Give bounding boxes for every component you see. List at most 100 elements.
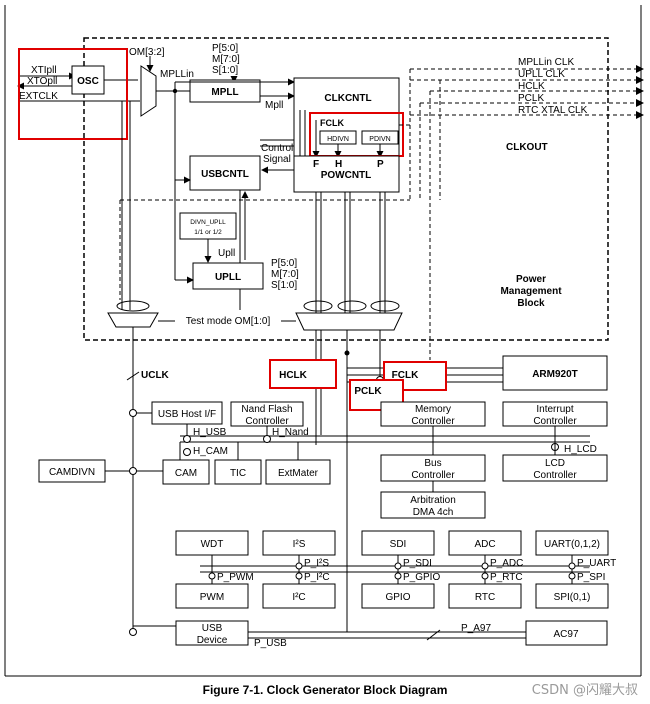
upll-out-label: Upll: [218, 248, 235, 259]
out-pclk: PCLK: [518, 93, 544, 104]
nand-block: [230, 401, 304, 427]
ac97-block: [525, 620, 608, 646]
usb-device-label-1: USB: [202, 623, 223, 634]
pm-label-2: Management: [500, 286, 562, 297]
clkout-label: CLKOUT: [506, 142, 548, 153]
nand-label-2: Controller: [245, 416, 289, 427]
clock-output-arrows: [636, 65, 644, 119]
pms-top-m: M[7:0]: [212, 54, 240, 65]
bus-ctrl-label-2: Controller: [411, 470, 455, 481]
out-hclk: HCLK: [518, 81, 545, 92]
tic-label: TIC: [230, 468, 246, 479]
pclk-label: PCLK: [354, 386, 382, 397]
divn-upll-label-2: 1/1 or 1/2: [194, 229, 222, 236]
usbcntl-block: [189, 155, 261, 191]
pms-top-s: S[1:0]: [212, 65, 238, 76]
out-rtc-xtal: RTC XTAL CLK: [518, 105, 588, 116]
mpllin-label: MPLLin: [160, 69, 194, 80]
om32-label: OM[3:2]: [129, 47, 165, 58]
arbitration-label-2: DMA 4ch: [413, 507, 454, 518]
mpll-label: MPLL: [211, 87, 238, 98]
main-mux: [295, 312, 403, 331]
pwm-label: PWM: [200, 592, 224, 603]
camdivn-node: [129, 467, 137, 475]
mux-ring-f: [303, 300, 333, 312]
wdt-label: WDT: [201, 539, 224, 550]
mpll-out-label: Mpll: [265, 100, 283, 111]
pm-label-3: Block: [517, 298, 545, 309]
spi-label: SPI(0,1): [554, 592, 591, 603]
i2c-label: I²C: [292, 592, 305, 603]
p-a97-label: P_A97: [461, 623, 491, 634]
uclk-mux: [107, 312, 159, 328]
osc-block: [71, 65, 105, 95]
lcd-block: [502, 454, 608, 482]
rtc-label: RTC: [475, 592, 495, 603]
arbitration-block: [380, 491, 486, 519]
f-label: F: [313, 159, 319, 170]
fclk-label: FCLK: [392, 370, 419, 381]
hdivn-label: HDIVN: [327, 136, 349, 143]
extmater-block: [265, 459, 331, 485]
uart-label: UART(0,1,2): [544, 539, 600, 550]
uclk-node-1: [129, 409, 137, 417]
lcd-label-1: LCD: [545, 458, 565, 469]
apb-nodes: [208, 562, 576, 580]
adc-label: ADC: [474, 539, 495, 550]
memory-label-2: Controller: [411, 416, 455, 427]
clock-output-lines: [119, 68, 636, 360]
hclk-highlight: [269, 359, 337, 389]
test-mode-label: Test mode OM[1:0]: [186, 316, 271, 327]
pms-top-p: P[5:0]: [212, 43, 238, 54]
i2s-label: I²S: [293, 539, 306, 550]
mux-ring-h: [337, 300, 367, 312]
bus-ctrl-label-1: Bus: [424, 458, 441, 469]
clkcntl-label: CLKCNTL: [324, 93, 371, 104]
pms-bottom-p: P[5:0]: [271, 258, 297, 269]
usb-device-block: [175, 620, 249, 646]
powcntl-block: [293, 155, 400, 193]
nand-label-1: Nand Flash: [241, 404, 292, 415]
interrupt-label-1: Interrupt: [536, 404, 573, 415]
usb-host-label: USB Host I/F: [158, 409, 216, 420]
input-mux: [140, 65, 157, 117]
watermark: CSDN @闪耀大叔: [531, 683, 638, 698]
h-lcd-label: H_LCD: [564, 444, 597, 455]
h-nand-label: H_Nand: [272, 427, 309, 438]
uclk-node-2: [129, 628, 137, 636]
p-usb-label: P_USB: [254, 638, 287, 649]
p-i2c-label: P_I²C: [304, 572, 330, 583]
figure-caption: Figure 7-1. Clock Generator Block Diagra…: [202, 683, 448, 697]
cam-block: [162, 459, 210, 485]
p-sdi-label: P_SDI: [403, 558, 432, 569]
uclk-mux-ring: [116, 300, 150, 312]
p-i2s-label: P_I²S: [304, 558, 329, 569]
camdivn-label: CAMDIVN: [49, 467, 95, 478]
h-cam-label: H_CAM: [193, 446, 228, 457]
powcntl-label: POWCNTL: [321, 170, 372, 181]
arbitration-label-1: Arbitration: [410, 495, 456, 506]
memory-label-1: Memory: [415, 404, 451, 415]
gpio-label: GPIO: [385, 592, 410, 603]
arm920t-block: [502, 355, 608, 391]
sdi-label: SDI: [390, 539, 407, 550]
uclk-tick: [126, 371, 140, 381]
extmater-label: ExtMater: [278, 468, 319, 479]
pms-bottom-m: M[7:0]: [271, 269, 299, 280]
arm920t-label: ARM920T: [532, 369, 578, 380]
ac97-label: AC97: [553, 629, 578, 640]
p-a97-tick: [426, 629, 441, 641]
node-nand: [263, 435, 271, 443]
p-pwm-label: P_PWM: [217, 572, 254, 583]
control-signal-2: Signal: [263, 154, 291, 165]
node-h-cam: [183, 448, 191, 456]
p-rtc-label: P_RTC: [490, 572, 523, 583]
hclk-label: HCLK: [279, 370, 308, 381]
out-upll-clk: UPLL CLK: [518, 69, 565, 80]
cam-label: CAM: [175, 468, 197, 479]
pdivn-label: PDIVN: [369, 136, 390, 143]
h-label: H: [335, 159, 342, 170]
upll-label: UPLL: [215, 272, 241, 283]
p-spi-label: P_SPI: [577, 572, 605, 583]
